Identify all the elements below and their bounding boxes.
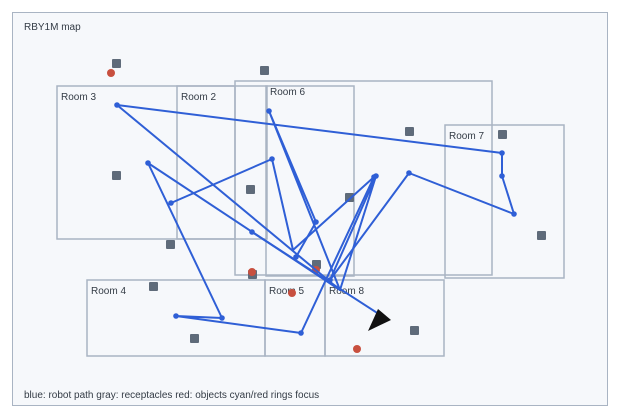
path-waypoint bbox=[249, 229, 255, 235]
robot-arrow-icon bbox=[368, 309, 391, 331]
robot-path bbox=[251, 231, 386, 319]
room-8 bbox=[324, 279, 445, 357]
path-waypoint bbox=[114, 102, 120, 108]
path-waypoint bbox=[145, 160, 151, 166]
room-7-label: Room 7 bbox=[449, 131, 484, 142]
receptacle bbox=[149, 282, 158, 291]
path-waypoint bbox=[298, 330, 304, 336]
object bbox=[107, 69, 115, 77]
room-4-label: Room 4 bbox=[91, 286, 126, 297]
path-waypoint bbox=[269, 156, 275, 162]
object bbox=[353, 345, 361, 353]
path-waypoint bbox=[293, 254, 299, 260]
room-3-label: Room 3 bbox=[61, 92, 96, 103]
path-waypoint bbox=[406, 170, 412, 176]
map-title: RBY1M map bbox=[24, 22, 81, 33]
path-waypoint bbox=[327, 277, 333, 283]
receptacle bbox=[498, 130, 507, 139]
path-waypoint bbox=[173, 313, 179, 319]
room-6-label: Room 6 bbox=[270, 87, 305, 98]
room-2 bbox=[176, 85, 268, 240]
path-waypoint bbox=[499, 150, 505, 156]
receptacle bbox=[405, 127, 414, 136]
path-waypoint bbox=[168, 200, 174, 206]
room-8-label: Room 8 bbox=[329, 286, 364, 297]
map-legend: blue: robot path gray: receptacles red: … bbox=[24, 390, 320, 401]
path-waypoint bbox=[219, 315, 225, 321]
receptacle bbox=[112, 59, 121, 68]
receptacle bbox=[260, 66, 269, 75]
room-7 bbox=[444, 124, 565, 279]
receptacle bbox=[190, 334, 199, 343]
path-waypoint bbox=[266, 108, 272, 114]
receptacle bbox=[246, 185, 255, 194]
receptacle bbox=[166, 240, 175, 249]
receptacle bbox=[345, 193, 354, 202]
receptacle bbox=[410, 326, 419, 335]
room-5-label: Room 5 bbox=[269, 286, 304, 297]
receptacle bbox=[112, 171, 121, 180]
room-large bbox=[234, 80, 493, 276]
path-waypoint bbox=[511, 211, 517, 217]
receptacle bbox=[537, 231, 546, 240]
room-2-label: Room 2 bbox=[181, 92, 216, 103]
path-waypoint bbox=[373, 173, 379, 179]
object bbox=[248, 268, 256, 276]
object bbox=[288, 289, 296, 297]
room-6 bbox=[265, 85, 355, 277]
robot-path bbox=[116, 104, 375, 334]
path-waypoint bbox=[499, 173, 505, 179]
path-waypoint bbox=[313, 219, 319, 225]
